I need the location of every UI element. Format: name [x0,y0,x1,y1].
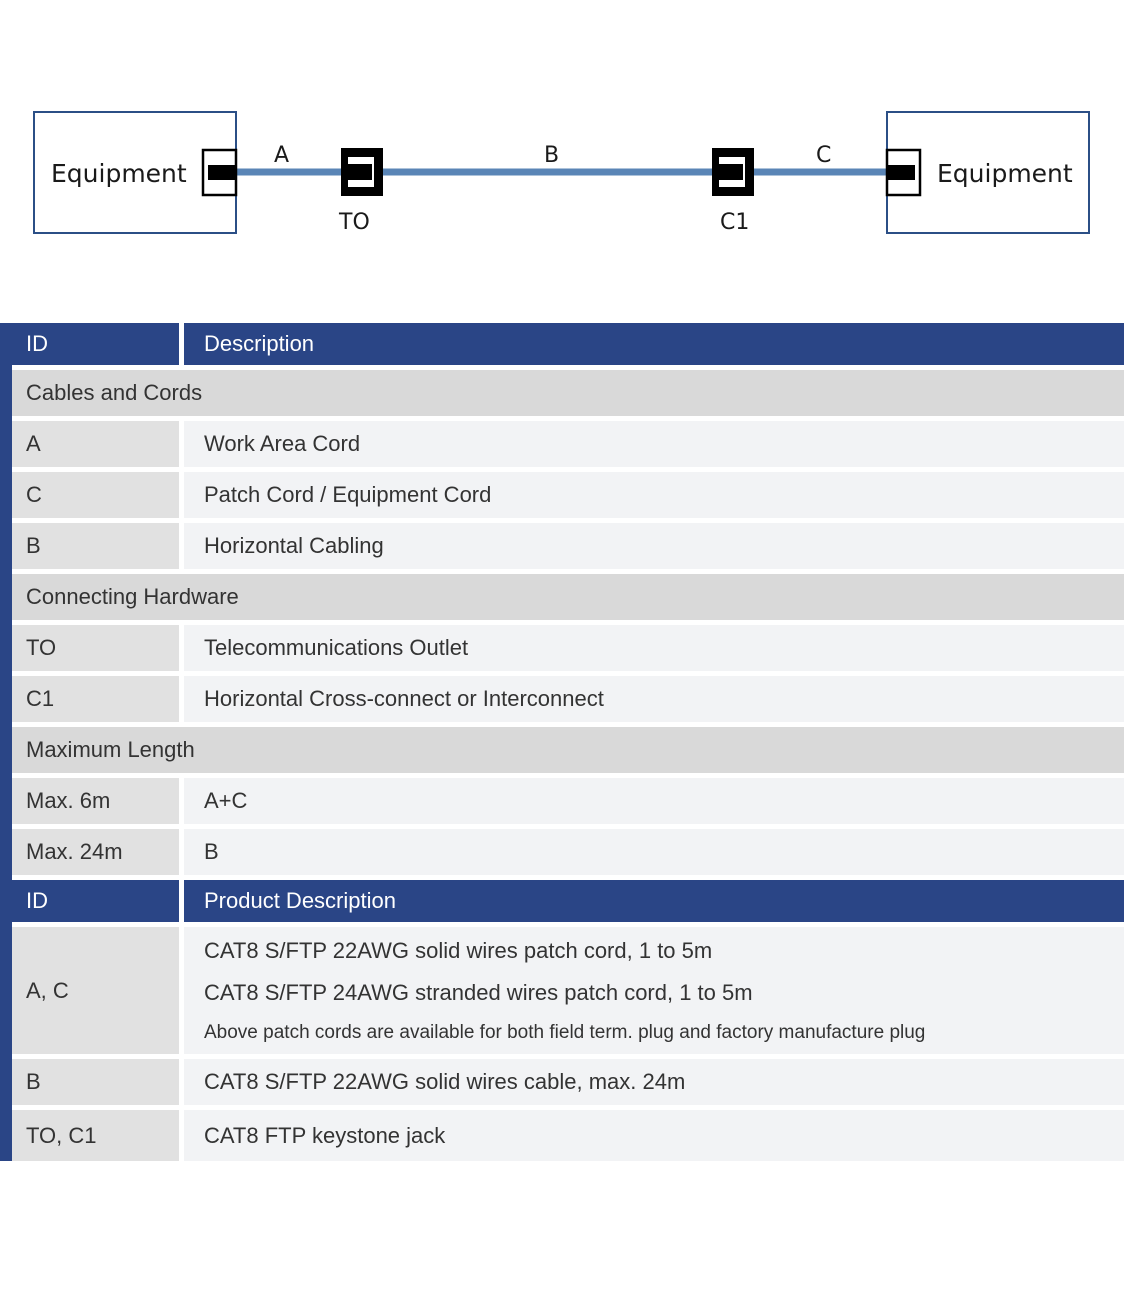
to-connector-icon [341,148,383,196]
row-description: CAT8 FTP keystone jack [184,1110,1124,1161]
segment-c-label: C [816,143,831,168]
row-description: CAT8 S/FTP 22AWG solid wires cable, max.… [184,1059,1124,1105]
product-row: B CAT8 S/FTP 22AWG solid wires cable, ma… [12,1059,1124,1110]
product-header-row: ID Product Description [12,880,1124,927]
section-heading-hardware: Connecting Hardware [12,574,1124,625]
specification-table: ID Description Cables and Cords A Work A… [0,323,1124,1161]
row-id: A [12,421,184,467]
right-equipment-label: Equipment [937,159,1073,188]
row-description: Horizontal Cross-connect or Interconnect [184,676,1124,722]
table-row: B Horizontal Cabling [12,523,1124,574]
row-id: B [12,523,184,569]
product-row: TO, C1 CAT8 FTP keystone jack [12,1110,1124,1161]
row-id: C1 [12,676,184,722]
row-description: Patch Cord / Equipment Cord [184,472,1124,518]
row-description: Horizontal Cabling [184,523,1124,569]
table-row: Max. 24m B [12,829,1124,880]
c1-connector-label: C1 [720,210,749,235]
segment-a-label: A [274,143,289,168]
right-equipment-plug [887,165,915,180]
row-description: CAT8 S/FTP 22AWG solid wires patch cord,… [184,927,1124,1054]
row-id: TO [12,625,184,671]
product-row: A, C CAT8 S/FTP 22AWG solid wires patch … [12,927,1124,1059]
id-column-header: ID [12,323,184,365]
to-connector-label: TO [338,210,370,235]
row-id: Max. 6m [12,778,184,824]
row-id: B [12,1059,184,1105]
row-id: A, C [12,927,184,1054]
product-note: Above patch cords are available for both… [204,1021,926,1043]
table-row: C Patch Cord / Equipment Cord [12,472,1124,523]
left-equipment-plug [208,165,236,180]
row-description: A+C [184,778,1124,824]
product-description-column-header: Product Description [184,880,1124,922]
table-header-row: ID Description [12,323,1124,370]
table-row: A Work Area Cord [12,421,1124,472]
table-row: Max. 6m A+C [12,778,1124,829]
row-description: B [184,829,1124,875]
c1-connector-icon [712,148,754,196]
section-heading-max-length: Maximum Length [12,727,1124,778]
row-id: TO, C1 [12,1110,184,1161]
product-line: CAT8 S/FTP 24AWG stranded wires patch co… [204,979,753,1005]
segment-b-label: B [544,143,559,168]
description-column-header: Description [184,323,1124,365]
id-column-header: ID [12,880,184,922]
row-description: Work Area Cord [184,421,1124,467]
row-description: Telecommunications Outlet [184,625,1124,671]
left-equipment-label: Equipment [51,159,187,188]
row-id: Max. 24m [12,829,184,875]
table-row: C1 Horizontal Cross-connect or Interconn… [12,676,1124,727]
product-line: CAT8 S/FTP 22AWG solid wires patch cord,… [204,937,713,963]
section-heading-cables: Cables and Cords [12,370,1124,421]
table-row: TO Telecommunications Outlet [12,625,1124,676]
row-id: C [12,472,184,518]
cabling-diagram: Equipment Equipment TO C1 A B C [33,111,1090,235]
